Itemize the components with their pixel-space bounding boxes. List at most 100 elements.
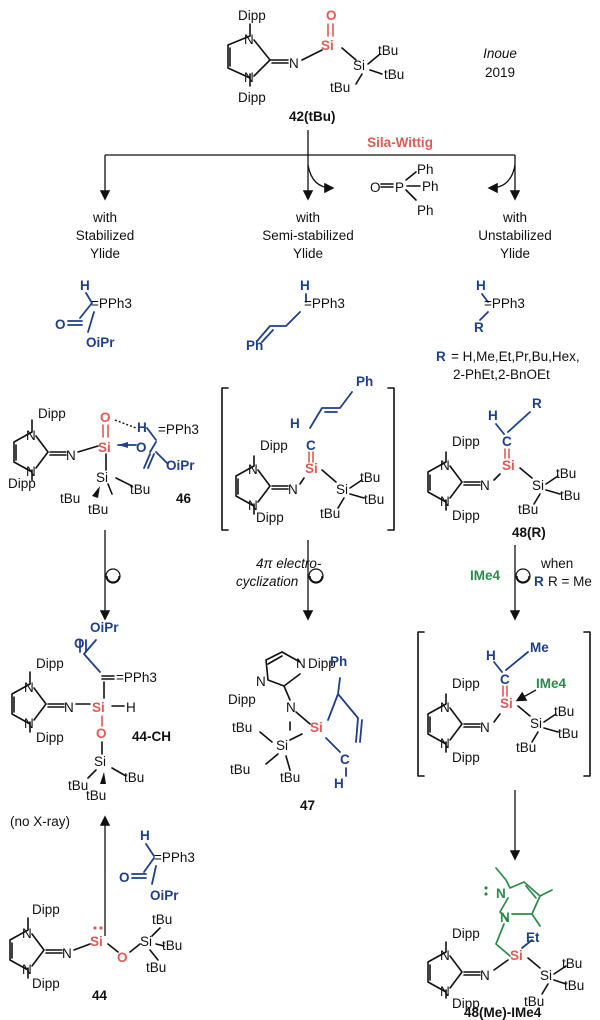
si-atom: Si (532, 478, 544, 493)
o-atom: O (117, 950, 128, 965)
dipp-label: Dipp (32, 902, 60, 917)
ime4-intermediate: H Me C Si IMe4 Dipp Dipp N N N Si tBu tB… (417, 631, 591, 777)
n-atom: N (66, 448, 76, 463)
compound-label-48Me-IMe4: 48(Me)-IMe4 (464, 1005, 542, 1020)
compound-label-44: 44 (92, 988, 108, 1003)
condition-when: when (540, 556, 573, 571)
si-atom: Si (353, 58, 365, 73)
o-atom: O (370, 180, 381, 195)
si-atom: Si (510, 948, 523, 963)
n-atom: N (244, 70, 254, 85)
dipp-label: Dipp (228, 692, 256, 707)
n-atom: N (440, 458, 450, 473)
si-atom: Si (336, 482, 348, 497)
n-atom: N (500, 910, 510, 925)
condition-r: R (534, 574, 544, 589)
compound-label-44CH: 44-CH (132, 729, 171, 744)
h-atom: H (476, 278, 486, 293)
si-atom: Si (502, 458, 515, 473)
dipp-label: Dipp (452, 996, 480, 1011)
branch-stabilized-label: Ylide (90, 246, 120, 261)
si-atom: Si (500, 696, 513, 711)
n-atom: N (24, 680, 34, 695)
pph3-label: =PPh3 (484, 296, 525, 311)
tbu-label: tBu (556, 466, 576, 481)
n-atom: N (26, 428, 36, 443)
h-atom: H (140, 828, 150, 843)
n-atom: N (22, 962, 32, 977)
n-atom: N (289, 56, 299, 71)
ph-label: Ph (246, 338, 263, 353)
tbu-label: tBu (554, 704, 574, 719)
pph3-label: =PPh3 (154, 850, 195, 865)
year-label: 2019 (485, 65, 515, 80)
tbu-label: tBu (330, 80, 350, 95)
pph3-label: =PPh3 (91, 296, 132, 311)
h-atom: H (290, 416, 300, 431)
tbu-label: tBu (562, 956, 582, 971)
si-atom: Si (310, 720, 323, 735)
n-atom: N (440, 948, 450, 963)
compound-48R: H R C Si Dipp Dipp N N N Si tBu tBu tBu … (427, 396, 580, 540)
si-atom: Si (96, 470, 108, 485)
tbu-label: tBu (60, 491, 80, 506)
compound-label-46: 46 (176, 491, 192, 506)
unstabilized-ylide: H =PPh3 R (474, 278, 525, 335)
h-atom: H (300, 278, 310, 293)
si-atom: Si (140, 934, 152, 949)
branch-stabilized-label: Stabilized (76, 228, 135, 243)
ime4-ligand-label: IMe4 (536, 676, 567, 691)
compound-44CH: O OiPr =PPh3 Si H Dipp Dipp N N N O Si t… (11, 620, 171, 803)
tbu-label: tBu (518, 502, 538, 517)
si-atom: Si (540, 968, 552, 983)
n-atom: N (440, 984, 450, 999)
reagent-stabilized-ylide: H =PPh3 O OiPr (119, 828, 195, 903)
dipp-label: Dipp (32, 976, 60, 991)
dipp-label: Dipp (238, 90, 266, 105)
dipp-label: Dipp (260, 438, 288, 453)
dipp-label: Dipp (452, 926, 480, 941)
tbu-label: tBu (360, 470, 380, 485)
o-atom: O (326, 8, 337, 23)
o-atom: O (119, 870, 130, 885)
tbu-label: tBu (280, 770, 300, 785)
n-atom: N (440, 494, 450, 509)
n-atom: N (296, 656, 306, 671)
byproduct-phosphine-oxide: O P Ph Ph Ph (370, 162, 439, 218)
c-atom: C (500, 672, 510, 687)
o-atom: O (136, 440, 147, 455)
tbu-label: tBu (560, 488, 580, 503)
n-atom: N (248, 498, 258, 513)
compound-label-47: 47 (300, 798, 315, 813)
r-group-values: 2-PhEt,2-BnOEt (453, 367, 550, 382)
condition-electrocyclization: cyclization (236, 574, 298, 589)
si-atom: Si (94, 754, 106, 769)
si-atom: Si (321, 38, 334, 53)
tbu-label: tBu (88, 502, 108, 517)
dipp-label: Dipp (256, 510, 284, 525)
o-atom: O (100, 410, 111, 425)
compound-44: Dipp Dipp N N N Si O Si tBu tBu tBu 44 (9, 902, 182, 1003)
n-atom: N (22, 926, 32, 941)
n-atom: N (244, 32, 254, 47)
n-atom: N (62, 946, 72, 961)
tbu-label: tBu (130, 482, 150, 497)
h-atom: H (126, 700, 136, 715)
ph-label: Ph (417, 203, 434, 218)
r-group-label: R (436, 349, 446, 364)
h-atom: H (486, 648, 496, 663)
si-atom: Si (92, 700, 105, 715)
n-atom: N (288, 482, 298, 497)
h-atom: H (334, 776, 344, 791)
branch-unstabilized-label: Ylide (500, 246, 530, 261)
branch-stabilized-label: with (92, 210, 117, 225)
ph-label: Ph (356, 374, 373, 389)
dipp-label: Dipp (452, 676, 480, 691)
dipp-label: Dipp (38, 406, 66, 421)
dipp-label: Dipp (452, 434, 480, 449)
n-atom: N (248, 462, 258, 477)
dipp-label: Dipp (238, 8, 266, 23)
branch-arrows (99, 130, 521, 201)
h-atom: H (137, 420, 147, 435)
branch-labels: with Stabilized Ylide with Semi-stabiliz… (76, 210, 552, 261)
